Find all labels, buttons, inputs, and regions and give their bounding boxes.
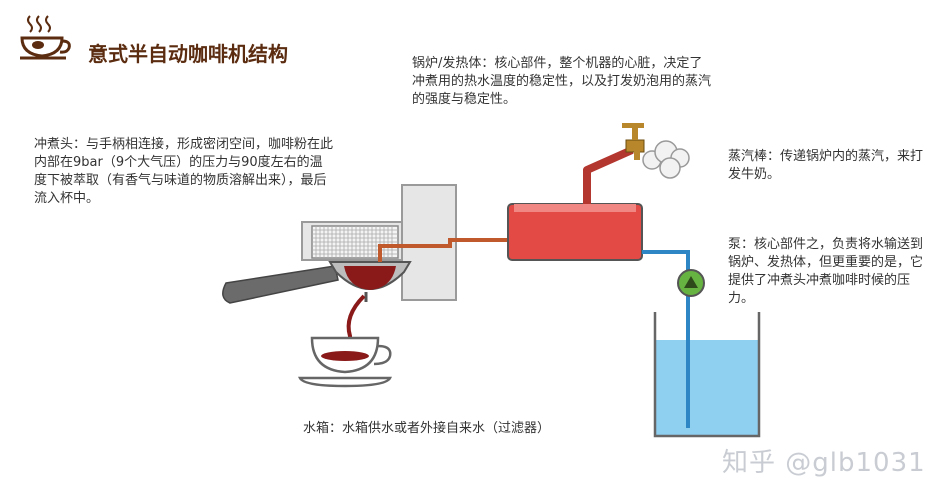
portafilter-handle: [222, 265, 339, 304]
valve-icon: [622, 123, 645, 160]
steam-pipe: [583, 146, 634, 204]
note-pump: 泵：核心部件之，负责将水输送到锅炉、发热体，但更重要的是，它提供了冲煮头冲煮咖啡…: [728, 237, 924, 306]
boiler: [507, 203, 643, 261]
portafilter-basket: [328, 261, 412, 302]
page-title: 意式半自动咖啡机结构: [88, 42, 288, 66]
note-group-head: 冲煮头：与手柄相连接，形成密闭空间，咖啡粉在此内部在9bar（9个大气压）的压力…: [34, 137, 334, 206]
water-pipe: [642, 250, 690, 428]
note-water-tank: 水箱：水箱供水或者外接自来水（过滤器）: [303, 421, 551, 436]
water-tank: [653, 312, 761, 438]
watermark: 知乎 @glb1031: [722, 448, 926, 478]
note-steam-wand: 蒸汽棒：传递锅炉内的蒸汽，来打发牛奶。: [728, 149, 924, 182]
shower-screen: [311, 225, 399, 259]
note-boiler: 锅炉/发热体：核心部件，整个机器的心脏，决定了冲煮用的热水温度的稳定性，以及打发…: [412, 56, 712, 107]
coffee-stream: [346, 294, 366, 358]
coffee-cup-icon: [20, 15, 71, 60]
hot-water-pipe: [378, 238, 508, 262]
coffee-cup: [297, 336, 393, 388]
steam-cloud: [642, 140, 690, 179]
pump-arrow-icon: [677, 269, 705, 297]
